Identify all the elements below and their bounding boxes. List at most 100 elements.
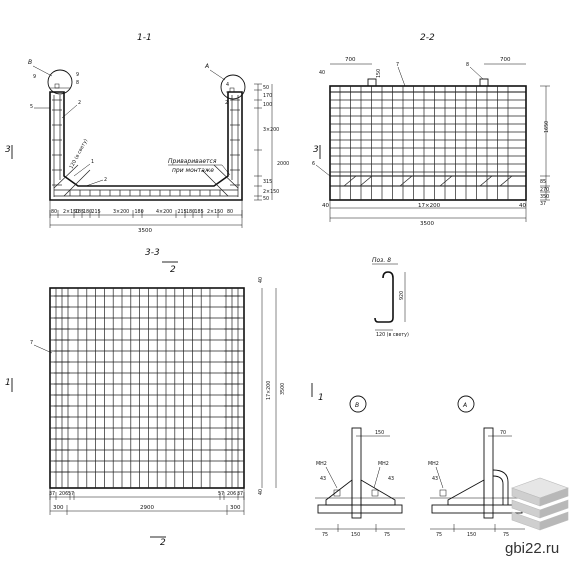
dim-1-1-bottom-8: 215 — [178, 209, 187, 215]
dim-1-1-right-2: 100 — [263, 102, 272, 108]
pos-label-8: 8 — [76, 80, 79, 86]
dim-1-1-bottom-10: 185 — [195, 209, 204, 215]
plan-outline — [49, 287, 245, 489]
dim-3-3-r300: 300 — [230, 505, 241, 511]
dim-2-2-bmid: 17×200 — [418, 203, 441, 209]
lug-right — [479, 78, 489, 87]
section-mark-3-left: 3 — [5, 145, 11, 155]
section-1-1: 1-1 — [5, 33, 289, 234]
weld-note-line2: при монтаже — [172, 167, 214, 174]
pos-8-hook-bar — [374, 271, 394, 323]
detail-a-side-l: 75 — [436, 532, 442, 538]
pos-label-8-22: 8 — [466, 62, 469, 68]
dim-2-2-b40r: 40 — [519, 203, 526, 209]
dim-2-2-b40l: 40 — [322, 203, 329, 209]
dim-1-1-right-6: 2×150 — [263, 189, 279, 195]
dim-2-2-right-2: 270 — [540, 187, 549, 193]
dim-1-1-bottom-3: 180 — [83, 209, 92, 215]
plan-side-bars — [54, 288, 240, 488]
detail-b-mid: 150 — [351, 532, 360, 538]
dim-1-1-right-1: 170 — [263, 93, 272, 99]
pos-label-1: 1 — [91, 159, 94, 165]
detail-a: A 70 МН2 43 75 150 75 — [428, 395, 525, 538]
dim-3-3-bottom-0: 37 — [49, 491, 55, 497]
detail-b-w43-l: 43 — [320, 476, 326, 482]
dim-3-3-bottom-3: 57 — [218, 491, 224, 497]
dim-2-2-top-left: 700 — [345, 57, 356, 63]
dim-3-3-bottom-5: 37 — [237, 491, 243, 497]
dim-3-3-rtotal: 3500 — [280, 383, 286, 395]
callout-circle-a — [220, 74, 246, 100]
section-mark-2-bottom: 2 — [160, 538, 166, 548]
dim-2-2-top-right: 700 — [500, 57, 511, 63]
pos-label-5: 5 — [30, 104, 33, 110]
dim-1-1-bottom-11: 2×150 — [207, 209, 223, 215]
pos-label-2: 2 — [78, 100, 81, 106]
wall-elevation-mesh — [330, 86, 526, 200]
detail-b-base — [317, 504, 403, 514]
detail-a-circle — [457, 395, 475, 413]
pos-label-2c: 2 — [104, 177, 107, 183]
dim-3-3-l300: 300 — [53, 505, 64, 511]
dim-1-1-total: 3500 — [138, 228, 152, 234]
dim-3-3-mid: 2900 — [140, 505, 154, 511]
watermark-text: gbi22.ru — [505, 540, 559, 557]
pos-label-2b: 2 — [225, 100, 228, 106]
detail-b-mn-right: МН2 — [378, 461, 389, 467]
pos-label-9b: 9 — [76, 72, 79, 78]
dim-2-2-right-4: 37 — [540, 201, 546, 207]
dim-1-1-bottom-1: 2×150 — [63, 209, 79, 215]
callout-label-b: B — [28, 59, 32, 66]
bottom-slab-mesh — [53, 164, 239, 197]
dim-1-1-right-4: 2000 — [277, 161, 289, 167]
dim-1-1-bottom-12: 80 — [227, 209, 233, 215]
dim-2-2-right-3: 350 — [540, 194, 549, 200]
detail-b-side-l: 75 — [322, 532, 328, 538]
dim-1-1-bottom-7: 4×200 — [156, 209, 172, 215]
title-pos-8: Поз. 8 — [372, 257, 391, 264]
dim-1-1-bottom-0: 80 — [51, 209, 57, 215]
pos-label-9: 9 — [33, 74, 36, 80]
title-section-2-2: 2-2 — [420, 33, 435, 43]
detail-b-side-r: 75 — [384, 532, 390, 538]
dim-1-1-bottom-2: 185 — [75, 209, 84, 215]
detail-a-mid: 150 — [467, 532, 476, 538]
callout-label-a: A — [204, 63, 209, 70]
detail-b-post — [351, 427, 362, 519]
pos-label-7-33: 7 — [30, 340, 33, 346]
section-mark-3-right: 3 — [313, 145, 319, 155]
dim-2-2-total: 3500 — [420, 221, 434, 227]
dim-1-1-bottom-6: 180 — [135, 209, 144, 215]
pos-8-detail: Поз. 8 920 120 (в свету) — [372, 257, 409, 338]
dim-detail-a-top: 70 — [500, 430, 506, 436]
dim-detail-b-top: 150 — [375, 430, 384, 436]
dim-1-1-right-5: 315 — [263, 179, 272, 185]
wall-diagonals — [343, 175, 513, 187]
callout-circle-b — [47, 69, 73, 95]
title-section-3-3: 3-3 — [145, 248, 160, 258]
pos-label-7: 7 — [396, 62, 399, 68]
detail-a-side-r: 75 — [503, 532, 509, 538]
dim-3-3-bottom-4: 206 — [227, 491, 236, 497]
detail-a-post — [483, 427, 494, 519]
detail-a-base — [431, 504, 523, 514]
section-mark-1-right: 1 — [318, 393, 324, 403]
dim-3-3-bottom-1: 206 — [59, 491, 68, 497]
dim-1-1-right-0: 50 — [263, 85, 269, 91]
lug-left — [367, 78, 377, 87]
detail-a-mn: МН2 — [428, 461, 439, 467]
detail-b-circle — [349, 395, 367, 413]
pos-8-gap-label: 120 (в свету) — [376, 332, 409, 338]
dim-2-2-left40: 40 — [319, 70, 325, 76]
dim-1-1-bottom-5: 3×200 — [113, 209, 129, 215]
dim-3-3-r40b: 40 — [258, 489, 264, 495]
pos-label-4: 4 — [226, 82, 229, 88]
dim-2-2-h150: 150 — [376, 69, 382, 78]
section-mark-1-left: 1 — [5, 378, 11, 388]
detail-b-w43-r: 43 — [388, 476, 394, 482]
title-section-1-1: 1-1 — [137, 33, 152, 43]
